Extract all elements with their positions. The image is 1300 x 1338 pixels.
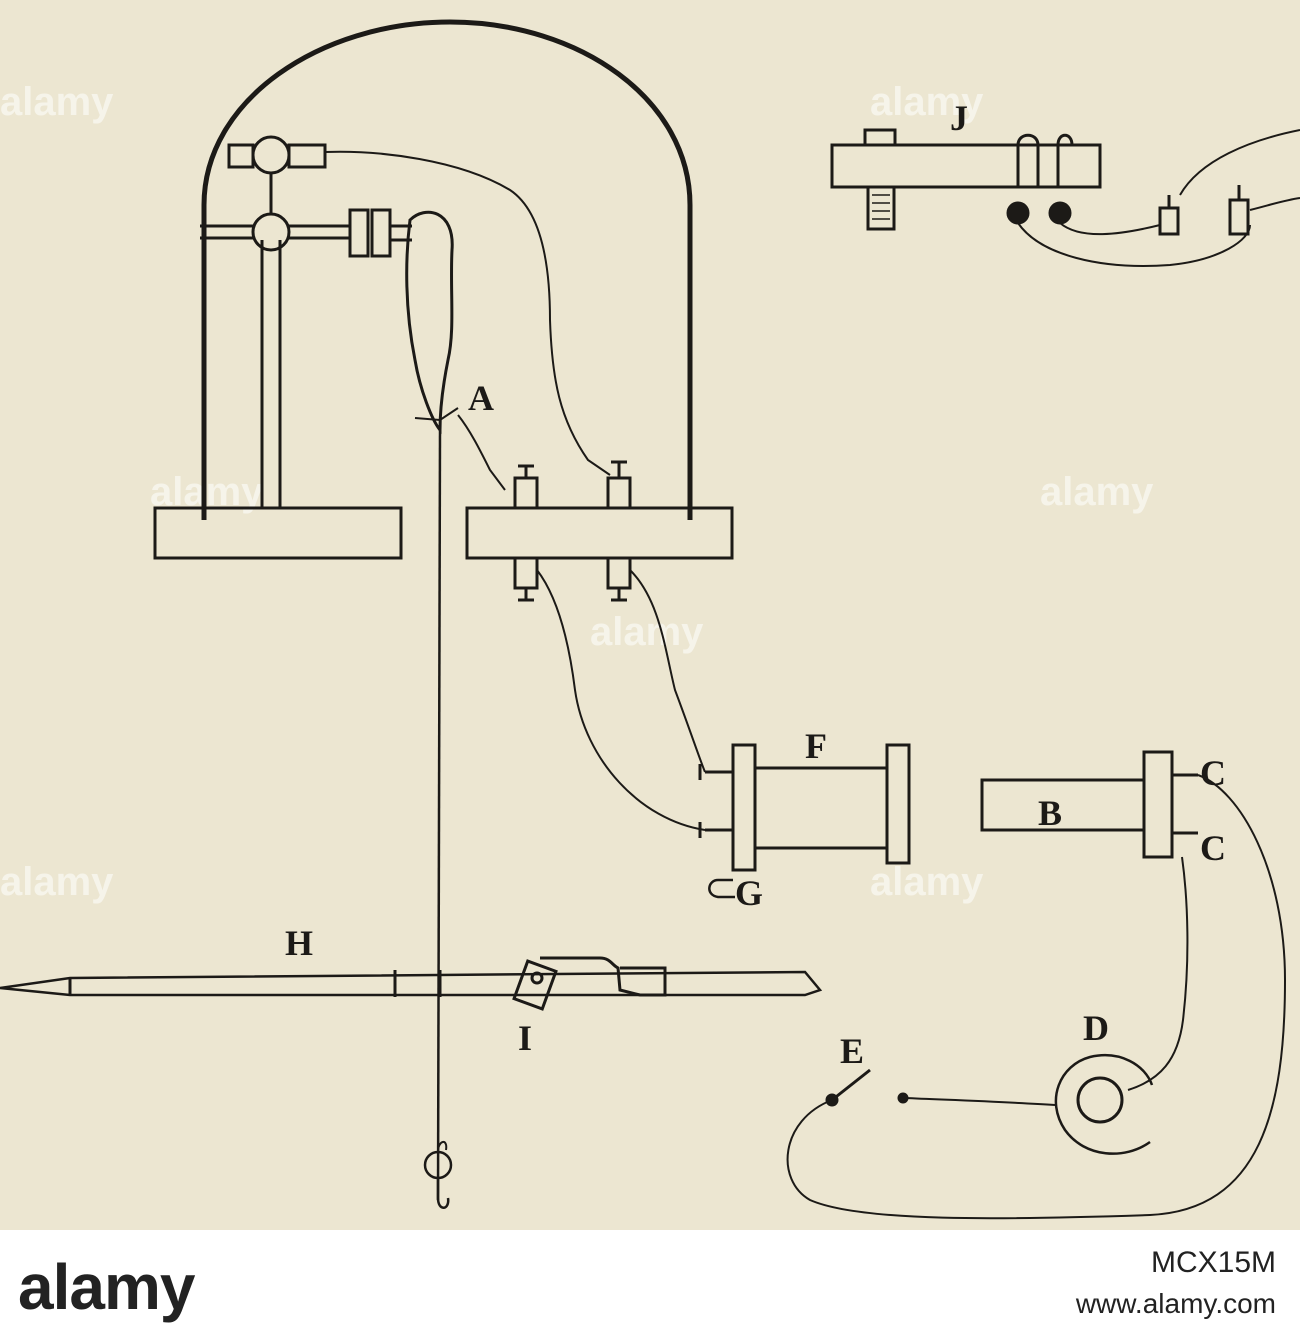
coil-b-flange (1142, 750, 1174, 859)
pivot-i (512, 959, 558, 1011)
watermark-group: alamy alamy alamy alamy alamy alamy alam… (0, 80, 1154, 904)
label-j: J (950, 98, 968, 138)
coil-f-flange-right (885, 743, 911, 865)
bell-jar (201, 19, 693, 520)
diagram-figure: alamy alamy alamy alamy alamy alamy alam… (0, 19, 1300, 1220)
cell-d (1076, 1076, 1124, 1124)
right-base-block (465, 506, 734, 560)
wire-upper-clamp (324, 150, 611, 476)
watermark-text: alamy (1040, 470, 1154, 514)
switch-e (831, 1068, 871, 1102)
apparatus-diagram: alamy alamy alamy alamy alamy alamy alam… (0, 19, 1300, 1220)
lever-h (0, 970, 823, 997)
label-e: E (840, 1031, 864, 1071)
wire-c-to-d (1127, 856, 1189, 1091)
watermark-text: alamy (870, 80, 984, 124)
coil-b-body (980, 778, 1146, 832)
label-c-lower: C (1200, 828, 1226, 868)
left-base-block (153, 506, 403, 560)
label-a: A (468, 378, 494, 418)
label-g: G (735, 873, 763, 913)
inset-j-wire (1017, 222, 1251, 267)
label-d: D (1083, 1008, 1109, 1048)
site-url-text: www.alamy.com (1075, 1288, 1276, 1319)
muscle-specimen (405, 210, 454, 435)
clamp-ball-lower (251, 212, 291, 252)
label-h: H (285, 923, 313, 963)
key-g (708, 878, 735, 899)
inset-j-bar (830, 143, 1102, 189)
binding-post-2 (606, 476, 632, 510)
label-f: F (805, 726, 827, 766)
wire-d-to-e (904, 1097, 1056, 1106)
clamp-ball-upper (251, 135, 291, 175)
watermark-text: alamy (870, 860, 984, 904)
watermark-text: alamy (0, 80, 114, 124)
wire-c-loop (786, 774, 1287, 1220)
label-c-upper: C (1200, 753, 1226, 793)
label-i: I (518, 1018, 532, 1058)
label-b: B (1038, 793, 1062, 833)
binding-post-1 (513, 476, 539, 510)
watermark-text: alamy (590, 610, 704, 654)
alamy-logo: alamy (18, 1251, 195, 1323)
image-id-text: MCX15M (1150, 1246, 1276, 1279)
watermark-text: alamy (0, 860, 114, 904)
coil-f-flange-left (731, 743, 757, 872)
wire-to-coil-f (536, 569, 706, 831)
coil-f-body (753, 766, 889, 850)
stock-footer-bar: alamy MCX15M www.alamy.com (0, 1230, 1300, 1338)
